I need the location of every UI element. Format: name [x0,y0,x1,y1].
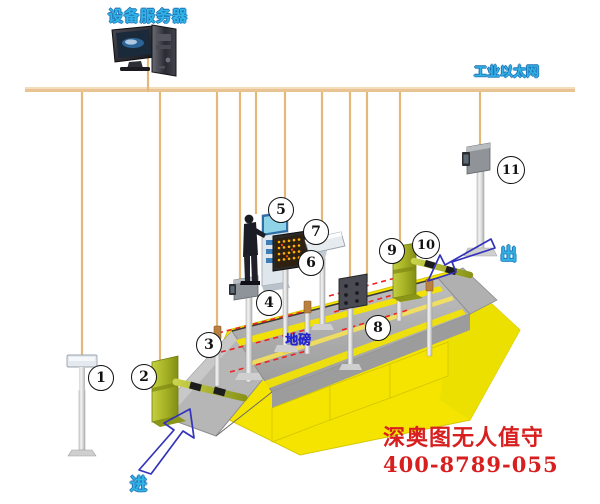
callout-self-service-kiosk: 5 [268,197,294,223]
entry-boom-arm [172,378,248,402]
weighbridge-structure [155,267,521,456]
callout-entry-barrier-gate: 2 [131,364,157,390]
entry-infrared-post-graphic [213,300,312,387]
ethernet-bus-highlight [25,87,575,89]
callout-entry-infrared-sensor: 3 [196,332,222,358]
ethernet-drop-lines [80,52,482,360]
callout-antenna-reader-pole: 1 [88,365,114,391]
callout-led-display-board: 6 [298,250,324,276]
exit-camera-graphic [462,142,498,257]
callout-rfid-reader-panel: 8 [365,315,391,341]
exit-boom-arm [410,257,474,279]
callout-entry-camera: 4 [256,290,282,316]
callout-exit-barrier-gate: 10 [412,231,440,259]
rfid-reader-panel-graphic [338,273,368,371]
entry-barrier-gate-graphic [151,355,248,427]
callout-exit-camera: 11 [497,156,525,184]
ethernet-bus-group [25,52,575,360]
ethernet-bus-line [25,87,575,92]
callout-overview-camera: 7 [303,219,329,245]
callout-exit-infrared-sensor: 9 [379,238,405,264]
antenna-reader-pole-graphic [66,354,98,457]
enter-arrow [138,408,195,475]
exit-arrow [427,238,496,282]
direction-arrows [138,238,496,475]
equipment-server-icon [111,24,177,77]
